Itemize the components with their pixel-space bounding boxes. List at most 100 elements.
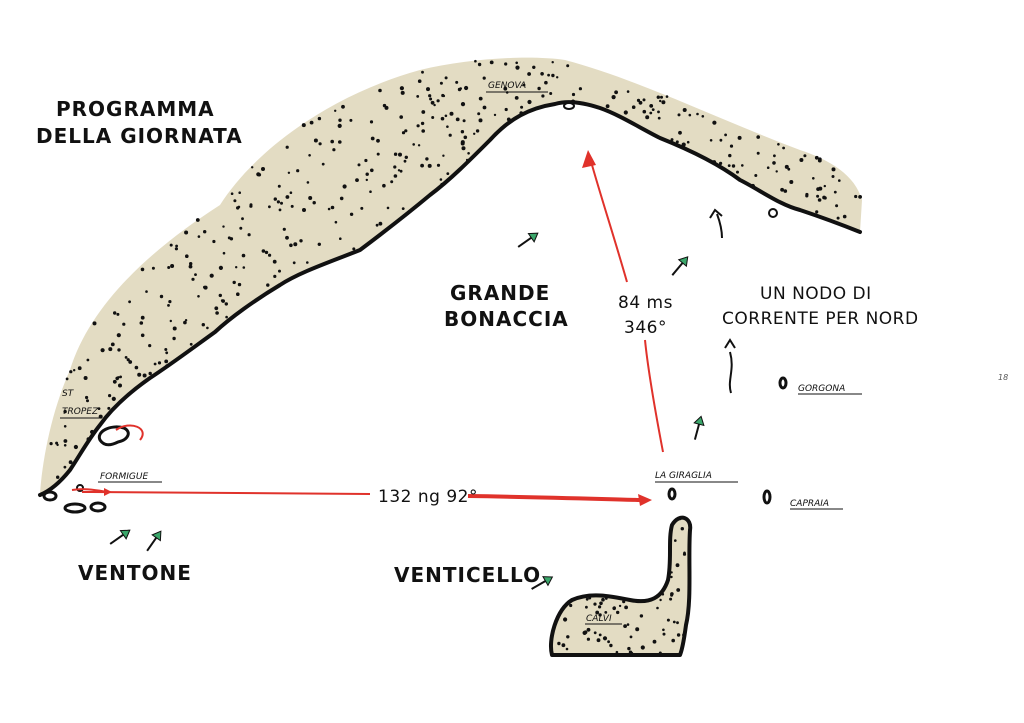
route-arrowhead <box>104 488 112 496</box>
stipple-dot <box>309 120 314 125</box>
route-leg-1 <box>81 491 371 495</box>
stipple-dot <box>563 617 568 622</box>
stipple-dot <box>444 114 448 118</box>
stipple-dot <box>189 342 193 346</box>
stipple-dot <box>68 460 73 465</box>
stipple-dot <box>672 620 676 624</box>
stipple-dot <box>571 92 576 97</box>
stipple-dot <box>370 168 374 173</box>
stipple-dot <box>164 348 168 351</box>
stipple-dot <box>339 237 342 240</box>
stipple-dot <box>421 110 426 114</box>
stipple-dot <box>142 373 147 378</box>
stipple-dot <box>475 129 480 133</box>
stipple-dot <box>148 371 152 376</box>
stipple-dot <box>515 61 518 65</box>
stipple-dot <box>537 86 541 91</box>
stipple-dot <box>728 153 732 158</box>
stipple-dot <box>527 72 531 76</box>
stipple-dot <box>285 235 289 240</box>
stipple-dot <box>665 95 669 98</box>
stipple-dot <box>670 138 674 142</box>
stipple-dot <box>598 633 602 637</box>
stipple-dot <box>612 606 616 611</box>
stipple-dot <box>289 191 293 194</box>
stipple-dot <box>170 264 175 268</box>
stipple-dot <box>175 244 179 248</box>
stipple-dot <box>308 196 313 200</box>
stipple-dot <box>157 361 162 365</box>
stipple-dot <box>775 170 778 173</box>
stipple-dot <box>459 87 463 90</box>
stipple-dot <box>446 125 449 128</box>
stipple-dot <box>818 157 822 161</box>
stipple-dot <box>86 399 89 403</box>
current-arrow <box>728 351 733 394</box>
stipple-dot <box>477 62 482 67</box>
current-arrows <box>709 208 736 394</box>
stipple-dot <box>602 636 608 641</box>
stipple-dot <box>420 163 424 168</box>
stipple-dot <box>676 588 681 592</box>
stipple-dot <box>712 120 717 125</box>
stipple-dot <box>719 161 723 165</box>
stipple-dot <box>754 174 758 177</box>
stipple-dot <box>241 217 244 221</box>
stipple-dot <box>317 242 321 246</box>
route-leg-2b <box>591 164 628 283</box>
stipple-dot <box>128 300 132 304</box>
stipple-dot <box>527 99 532 105</box>
stipple-dot <box>724 133 727 137</box>
stipple-dot <box>462 119 466 123</box>
stipple-dot <box>278 269 281 273</box>
stipple-dot <box>355 178 359 183</box>
stipple-dot <box>766 166 770 169</box>
label-calvi: CALVI <box>586 614 612 624</box>
stipple-dot <box>805 194 809 198</box>
stipple-dot <box>174 247 178 251</box>
stipple-dot <box>430 100 435 105</box>
stipple-dot <box>442 154 445 157</box>
stipple-dot <box>56 475 60 479</box>
start-loop <box>115 424 144 441</box>
stipple-dot <box>682 633 686 637</box>
stipple-dot <box>578 87 583 91</box>
stipple-dot <box>566 635 570 639</box>
stipple-dot <box>777 143 780 146</box>
st-tropez-peninsula <box>97 425 130 447</box>
stipple-dot <box>688 113 692 117</box>
stipple-dot <box>635 627 640 632</box>
stipple-dot <box>709 139 713 142</box>
stipple-dot <box>370 136 375 141</box>
stipple-dot <box>222 251 226 255</box>
stipple-dot <box>401 207 405 211</box>
stipple-dot <box>465 158 469 162</box>
stipple-dot <box>49 442 53 446</box>
stipple-dot <box>312 201 316 205</box>
stipple-dot <box>63 444 67 447</box>
stipple-dot <box>636 98 641 102</box>
stipple-dot <box>140 315 145 320</box>
stipple-dot <box>712 160 717 165</box>
stipple-dot <box>682 552 687 556</box>
stipple-dot <box>126 358 130 362</box>
stipple-dot <box>375 223 379 227</box>
stipple-dot <box>676 633 681 637</box>
stipple-dot <box>474 59 477 63</box>
stipple-dot <box>506 117 511 122</box>
stipple-dot <box>100 348 105 353</box>
stipple-dot <box>659 598 662 602</box>
stipple-dot <box>842 214 847 219</box>
stipple-dot <box>593 602 597 606</box>
stipple-dot <box>378 221 383 226</box>
stipple-dot <box>478 96 483 101</box>
stipple-dot <box>629 635 633 639</box>
stipple-dot <box>209 273 214 278</box>
stipple-dot <box>153 362 157 366</box>
stipple-dot <box>404 155 408 159</box>
stipple-dot <box>678 130 682 135</box>
stipple-dot <box>831 175 835 178</box>
stipple-dot <box>605 104 610 109</box>
stipple-dot <box>128 360 133 364</box>
stipple-dot <box>172 336 176 341</box>
